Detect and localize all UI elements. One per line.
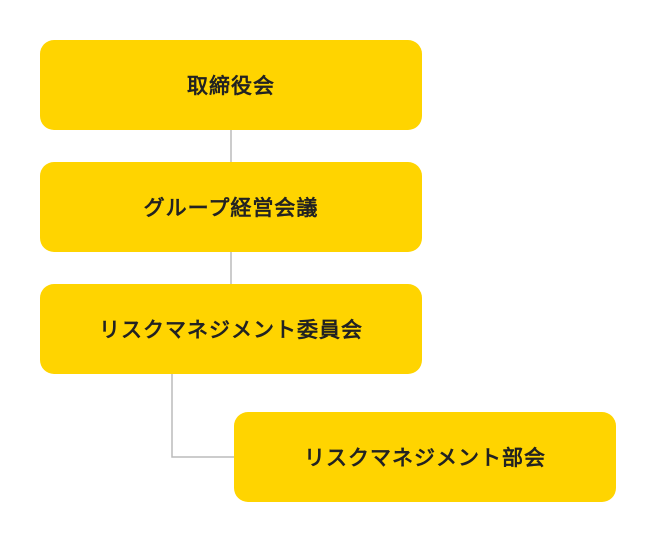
node-risk-management-committee-label: リスクマネジメント委員会 <box>99 318 363 342</box>
connector-committee-to-department <box>171 374 234 458</box>
node-risk-management-department: リスクマネジメント部会 <box>234 412 616 502</box>
node-risk-management-committee: リスクマネジメント委員会 <box>40 284 422 374</box>
node-risk-management-department-label: リスクマネジメント部会 <box>304 446 546 470</box>
node-group-management-meeting: グループ経営会議 <box>40 162 422 252</box>
node-group-management-meeting-label: グループ経営会議 <box>143 196 319 220</box>
node-board: 取締役会 <box>40 40 422 130</box>
node-board-label: 取締役会 <box>187 74 275 98</box>
